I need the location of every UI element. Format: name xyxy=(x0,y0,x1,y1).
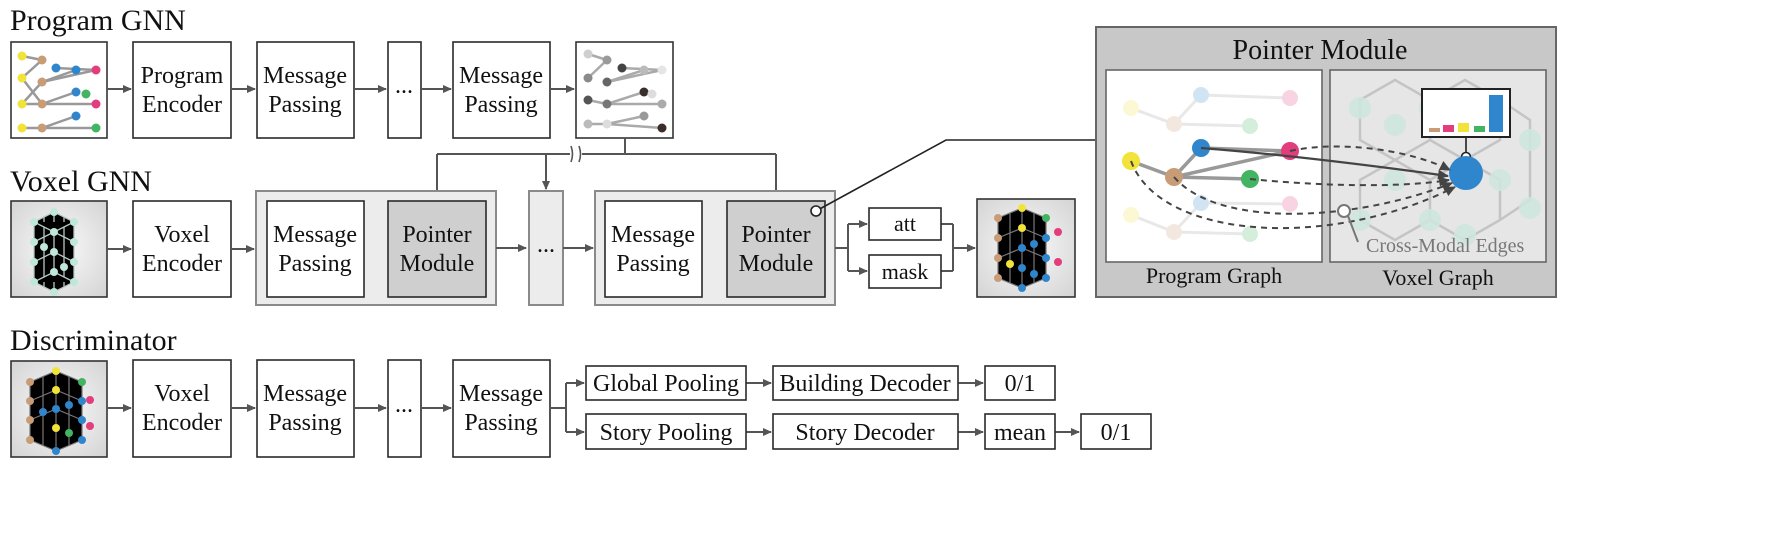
program-graph-faded-nodes xyxy=(1123,87,1298,242)
story-decoder-label: Story Decoder xyxy=(795,420,934,446)
pointer-module-1-label-2: Module xyxy=(400,251,475,277)
story-output-box xyxy=(1080,413,1152,450)
voxel-mp1-label-2: Passing xyxy=(278,251,351,277)
program-mp2-label-2: Passing xyxy=(464,92,537,118)
attention-histogram xyxy=(1421,88,1511,163)
discriminator-encoder-label-2: Encoder xyxy=(142,410,222,436)
voxel-mp2-label-1: Message xyxy=(611,222,695,248)
global-pooling-label: Global Pooling xyxy=(593,371,739,397)
program-mp1-label-2: Passing xyxy=(268,92,341,118)
discriminator-split-connectors xyxy=(550,379,1080,436)
att-label: att xyxy=(894,211,916,236)
pointer-module-2-box xyxy=(726,200,826,298)
mask-label: mask xyxy=(882,259,928,284)
program-encoder-box xyxy=(132,41,232,139)
program-to-pointer-connectors xyxy=(433,138,780,200)
voxel-encoder-box xyxy=(132,200,232,298)
voxel-encoder-label-2: Encoder xyxy=(142,251,222,277)
cross-modal-callout xyxy=(1337,204,1359,243)
story-decoder-box xyxy=(772,413,959,450)
section-title-program-gnn: Program GNN xyxy=(10,4,186,37)
voxel-mp2-label-2: Passing xyxy=(616,251,689,277)
story-pooling-box xyxy=(585,413,747,450)
mask-box xyxy=(868,254,942,289)
att-box xyxy=(868,207,942,241)
discriminator-message-passing-2-box xyxy=(452,359,551,458)
program-encoder-label-1: Program xyxy=(141,63,224,89)
pointer-module-1-label-1: Pointer xyxy=(402,222,471,248)
zoom-callout-line xyxy=(815,139,1096,212)
discriminator-message-passing-1-box xyxy=(256,359,355,458)
story-output-label: 0/1 xyxy=(1101,420,1132,446)
global-pooling-box xyxy=(585,365,747,401)
program-graph-caption: Program Graph xyxy=(1146,263,1282,288)
pointer-module-panel-title: Pointer Module xyxy=(1233,35,1408,66)
discriminator-encoder-box xyxy=(132,359,232,458)
pointer-module-1-box xyxy=(387,200,487,298)
program-ellipsis-box xyxy=(387,41,422,139)
building-output-box xyxy=(984,365,1056,401)
discriminator-mp1-label-1: Message xyxy=(263,381,347,407)
program-message-passing-2-box xyxy=(452,41,551,139)
voxel-output-graph xyxy=(976,198,1076,298)
pointer-module-2-label-1: Pointer xyxy=(741,222,810,248)
program-mp2-label-1: Message xyxy=(459,63,543,89)
voxel-target-node xyxy=(1449,156,1483,190)
discriminator-ellipsis: ... xyxy=(395,392,413,418)
cross-modal-edges xyxy=(1130,145,1456,230)
voxel-message-passing-1-box xyxy=(266,200,365,298)
zoom-callout-dot xyxy=(810,205,822,217)
program-message-passing-1-box xyxy=(256,41,355,139)
discriminator-mp2-label-1: Message xyxy=(459,381,543,407)
section-title-discriminator: Discriminator xyxy=(10,324,177,357)
cross-modal-edges-label: Cross-Modal Edges xyxy=(1366,235,1525,257)
building-decoder-box xyxy=(772,365,959,401)
discriminator-mp2-label-2: Passing xyxy=(464,410,537,436)
building-decoder-label: Building Decoder xyxy=(779,371,950,397)
mean-label: mean xyxy=(994,420,1046,446)
att-mask-connectors xyxy=(835,220,976,275)
voxel-encoder-label-1: Voxel xyxy=(154,222,210,248)
discriminator-mp1-label-2: Passing xyxy=(268,410,341,436)
program-ellipsis: ... xyxy=(395,73,413,99)
story-pooling-label: Story Pooling xyxy=(600,420,733,446)
voxel-message-passing-2-box xyxy=(604,200,703,298)
voxel-mp1-label-1: Message xyxy=(273,222,357,248)
discriminator-encoder-label-1: Voxel xyxy=(154,381,210,407)
mean-box xyxy=(984,413,1056,450)
building-output-label: 0/1 xyxy=(1005,371,1036,397)
discriminator-input-graph xyxy=(10,360,108,458)
voxel-input-graph xyxy=(10,200,108,298)
voxel-graph-caption: Voxel Graph xyxy=(1382,265,1493,290)
program-output-graph xyxy=(575,41,674,139)
pointer-module-2-label-2: Module xyxy=(739,251,814,277)
program-mp1-label-1: Message xyxy=(263,63,347,89)
program-encoder-label-2: Encoder xyxy=(142,92,222,118)
section-title-voxel-gnn: Voxel GNN xyxy=(10,165,152,198)
voxel-ellipsis: ... xyxy=(537,232,555,258)
program-input-graph xyxy=(10,41,108,139)
